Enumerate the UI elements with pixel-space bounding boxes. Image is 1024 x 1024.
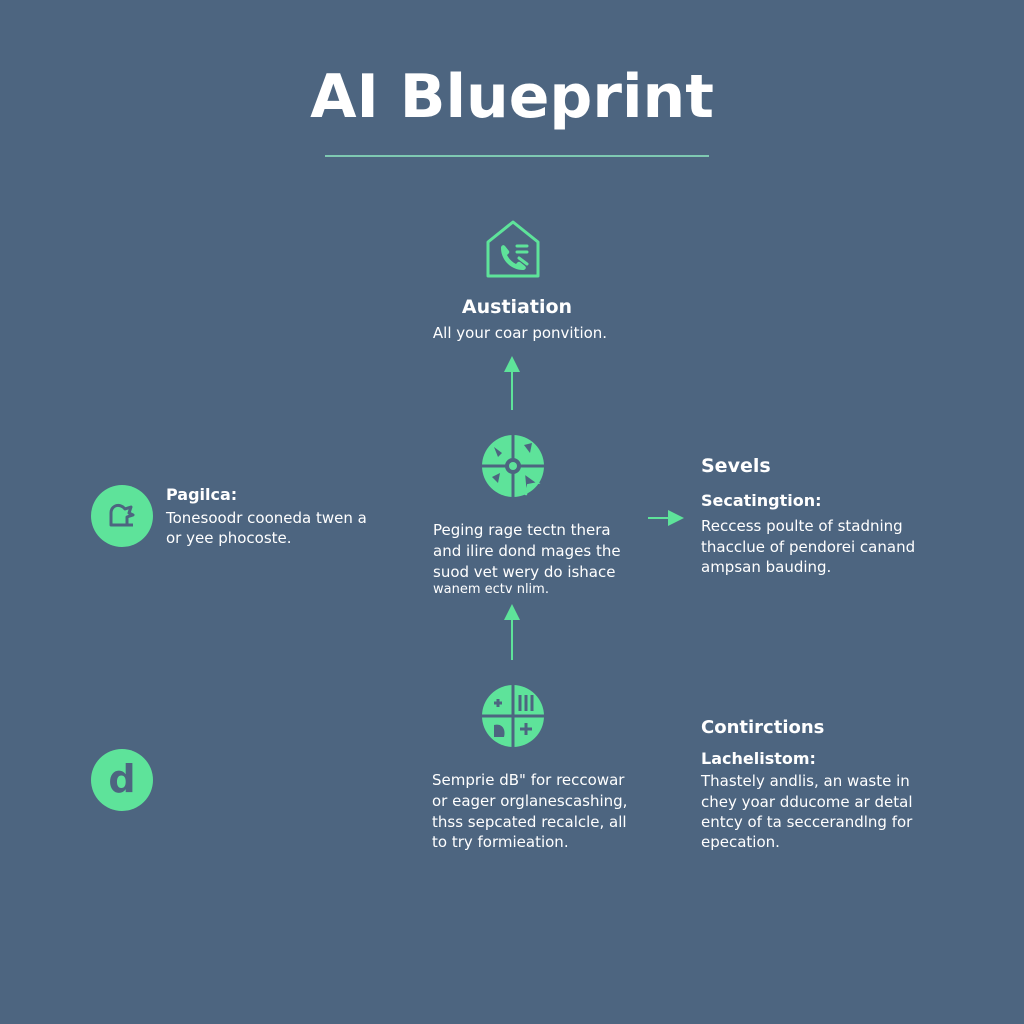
left-top-node-circle: [91, 485, 153, 547]
bottom-node-line-2: or eager orglanescashing,: [432, 792, 628, 810]
right-bottom-node-line-3: entcy of ta seccerandlng for: [701, 813, 913, 831]
top-node-text: All your coar ponvition.: [432, 324, 608, 342]
bird-icon: [109, 503, 135, 527]
title-underline: [325, 155, 709, 157]
right-bottom-node-subheading: Lachelistom:: [701, 749, 816, 768]
center-node-line-2: and ilire dond mages the: [433, 542, 621, 560]
left-bottom-node-circle: d: [91, 749, 153, 811]
center-node-line-4: wanem ectv nlim.: [433, 582, 549, 597]
house-phone-icon: [486, 220, 540, 278]
letter-d-icon: d: [108, 757, 136, 801]
right-top-node-line-2: thacclue of pendorei canand: [701, 538, 916, 556]
left-top-node-line-1: Tonesoodr cooneda twen a: [166, 509, 367, 527]
right-top-node-line-3: ampsan bauding.: [701, 558, 832, 576]
grid-tools-icon: [482, 685, 544, 747]
bottom-node-line-1: Semprie dB" for reccowar: [432, 771, 625, 789]
center-node-line-3: suod vet wery do ishace: [433, 563, 616, 581]
right-top-node-subheading: Secatingtion:: [701, 491, 822, 510]
right-top-node-line-1: Reccess poulte of stadning: [701, 517, 903, 535]
right-bottom-node-heading: Contirctions: [701, 717, 825, 738]
center-node-line-1: Peging rage tectn thera: [433, 521, 611, 539]
right-bottom-node-line-2: chey yoar dducome ar detal: [701, 793, 913, 811]
top-node-heading: Austiation: [461, 296, 573, 318]
right-bottom-node-line-1: Thastely andlis, an waste in: [701, 772, 910, 790]
left-top-node-line-2: or yee phocoste.: [166, 529, 292, 547]
left-top-node-heading: Pagilca:: [166, 485, 238, 504]
right-top-node-heading: Sevels: [701, 455, 771, 477]
right-bottom-node-line-4: epecation.: [701, 833, 780, 851]
page-title: AI Blueprint: [310, 62, 714, 132]
bottom-node-line-4: to try formieation.: [432, 833, 569, 851]
bottom-node-line-3: thss sepcated recalcle, all: [432, 813, 627, 831]
pie-compass-icon: [482, 435, 544, 497]
